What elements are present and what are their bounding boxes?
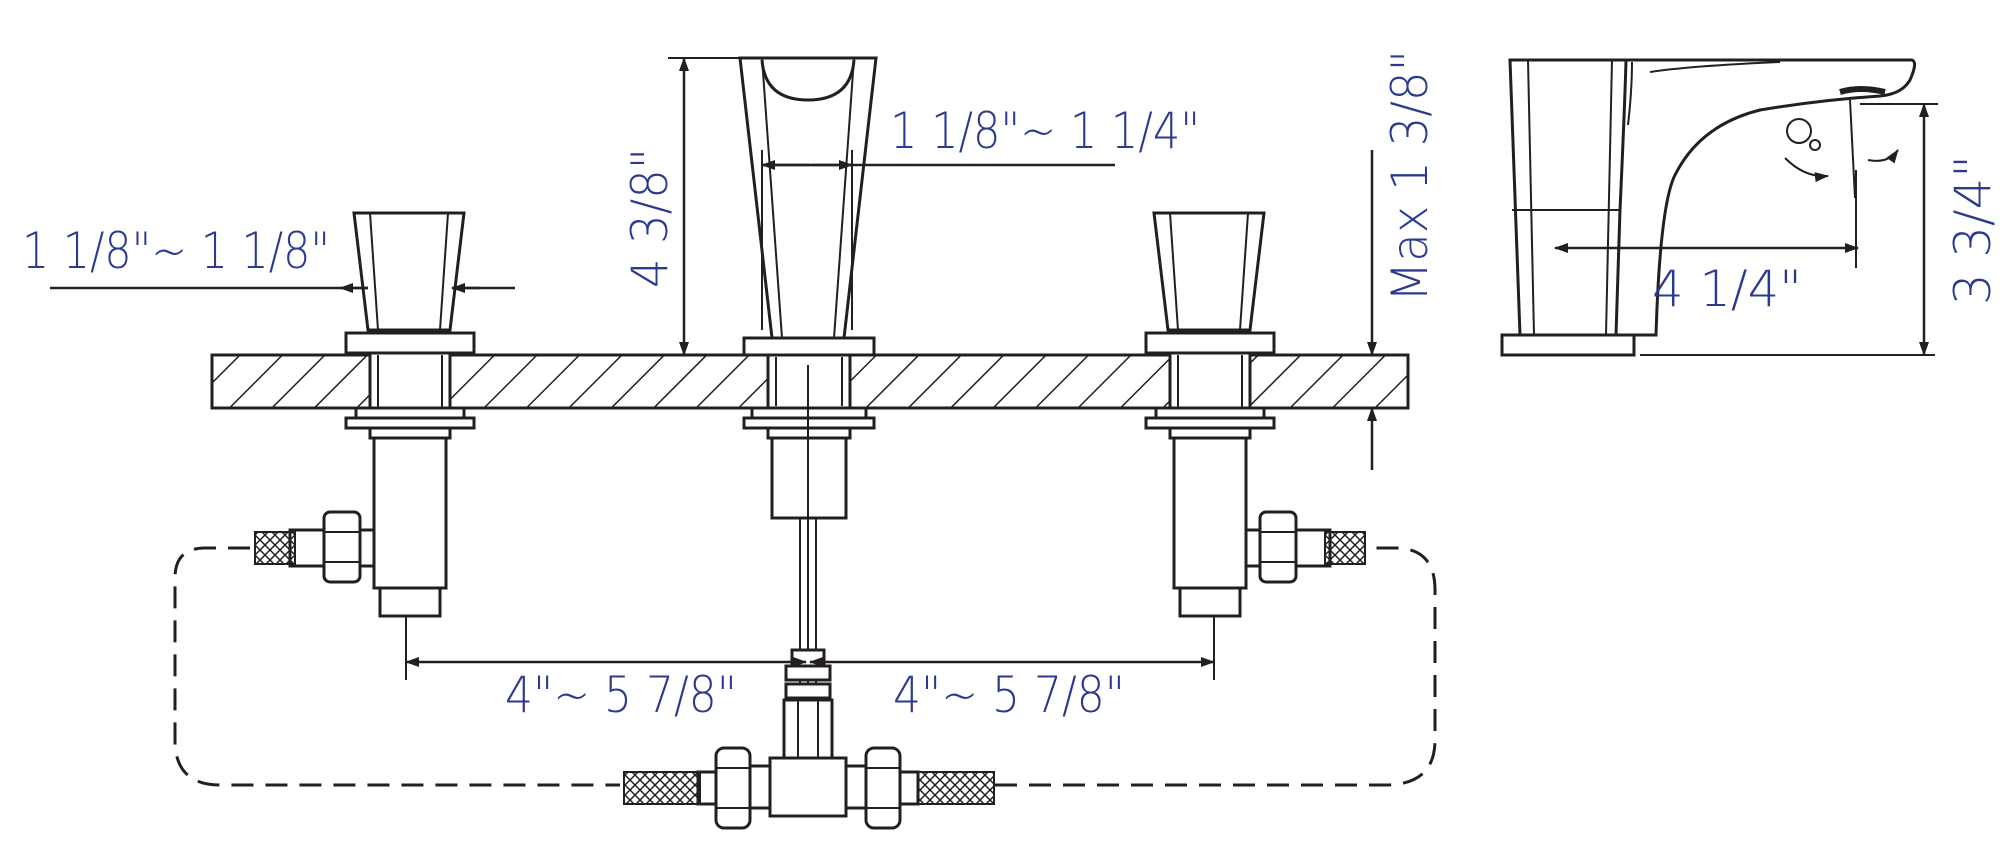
max-deck-label: Max 1 3/8" <box>1381 50 1439 302</box>
front-dimension-lines <box>50 57 1377 667</box>
center-spout-assembly <box>623 56 995 830</box>
left-handle-assembly <box>254 211 476 680</box>
side-height-label: 3 3/4" <box>1944 155 2000 305</box>
supply-hose-loop <box>173 546 1437 787</box>
spout-height-label: 4 3/8" <box>621 148 679 288</box>
spread-right-label: 4"~ 5 7/8" <box>893 666 1125 724</box>
spout-reach-label: 4 1/4" <box>1652 260 1802 318</box>
spread-left-label: 4"~ 5 7/8" <box>505 666 737 724</box>
front-view <box>50 56 1437 830</box>
right-handle-assembly <box>1144 211 1366 680</box>
handle-width-label: 1 1/8"~ 1 1/8" <box>22 222 330 280</box>
spout-width-label: 1 1/8"~ 1 1/4" <box>890 102 1200 160</box>
side-view <box>1500 58 1938 357</box>
